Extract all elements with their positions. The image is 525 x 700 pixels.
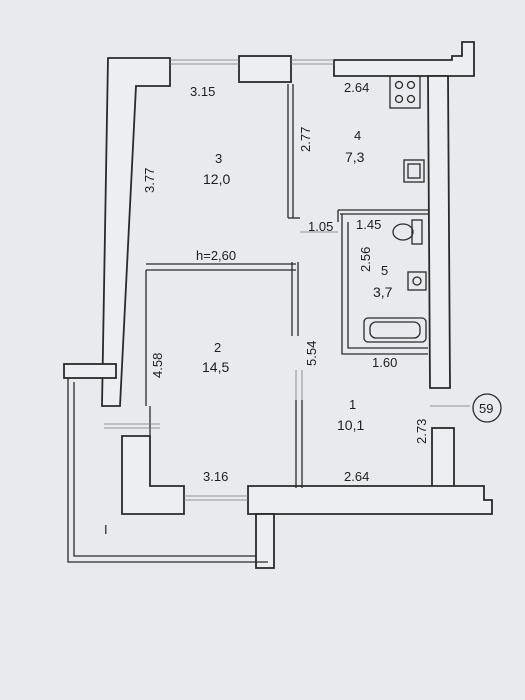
right-exterior-wall bbox=[427, 75, 451, 389]
dim-bath-width-bottom: 1.60 bbox=[372, 355, 397, 370]
unit-number: 59 bbox=[479, 401, 493, 416]
fixtures bbox=[363, 75, 427, 343]
dim-ceiling-height: h=2,60 bbox=[196, 248, 236, 263]
dim-bottom-right: 2.64 bbox=[344, 469, 369, 484]
bottom-stub-wall bbox=[255, 513, 275, 569]
left-exterior-wall bbox=[101, 57, 171, 407]
right-wall-lower bbox=[431, 427, 455, 491]
room-area: 14,5 bbox=[202, 359, 229, 375]
room-area: 12,0 bbox=[203, 171, 230, 187]
room-5: 5 3,7 bbox=[373, 263, 393, 300]
dim-bath-height: 2.56 bbox=[358, 247, 373, 272]
room-4: 4 7,3 bbox=[345, 128, 365, 165]
bottom-exterior-wall bbox=[247, 485, 493, 515]
bathtub-icon bbox=[363, 317, 427, 343]
dim-corridor-length: 5.54 bbox=[304, 341, 319, 366]
top-wall-segment bbox=[238, 55, 292, 83]
room-number: 1 bbox=[349, 397, 356, 412]
room-number: 2 bbox=[214, 340, 221, 355]
room-1: 1 10,1 bbox=[337, 397, 364, 433]
room-area: 7,3 bbox=[345, 149, 365, 165]
room-3: 3 12,0 bbox=[203, 151, 230, 187]
dim-top-left: 3.15 bbox=[190, 84, 215, 99]
windows bbox=[104, 59, 470, 501]
kitchen-sink-icon bbox=[403, 159, 425, 183]
dim-bath-width-top: 1.45 bbox=[356, 217, 381, 232]
room-area: 3,7 bbox=[373, 284, 393, 300]
room-2: 2 14,5 bbox=[202, 340, 229, 375]
toilet-icon bbox=[392, 219, 423, 245]
balcony-mark: I bbox=[104, 522, 108, 537]
dim-corridor-width: 1.05 bbox=[308, 219, 333, 234]
dimension-labels: 3.15 2.64 3.77 2.77 1.05 1.45 2.56 h=2,6… bbox=[142, 80, 429, 484]
dim-top-right: 2.64 bbox=[344, 80, 369, 95]
unit-badge: 59 bbox=[472, 393, 502, 423]
bathroom-sink-icon bbox=[407, 271, 427, 291]
dim-bottom-left: 3.16 bbox=[203, 469, 228, 484]
interior-partitions bbox=[145, 84, 428, 488]
dim-room2-height: 4.58 bbox=[150, 353, 165, 378]
dim-room4-height: 2.77 bbox=[298, 127, 313, 152]
dim-room3-height: 3.77 bbox=[142, 168, 157, 193]
left-lower-wall bbox=[121, 435, 185, 515]
walls bbox=[63, 41, 493, 569]
stove-icon bbox=[389, 75, 421, 109]
room-labels: 3 12,0 4 7,3 5 3,7 2 14,5 1 10,1 bbox=[202, 128, 393, 433]
room-number: 3 bbox=[215, 151, 222, 166]
room-number: 5 bbox=[381, 263, 388, 278]
unit-badge-circle bbox=[472, 393, 502, 423]
room-number: 4 bbox=[354, 128, 361, 143]
dim-room1-height: 2.73 bbox=[414, 419, 429, 444]
balcony-ledge bbox=[63, 363, 117, 379]
balcony bbox=[67, 378, 268, 563]
room-area: 10,1 bbox=[337, 417, 364, 433]
top-right-wall bbox=[333, 41, 475, 77]
